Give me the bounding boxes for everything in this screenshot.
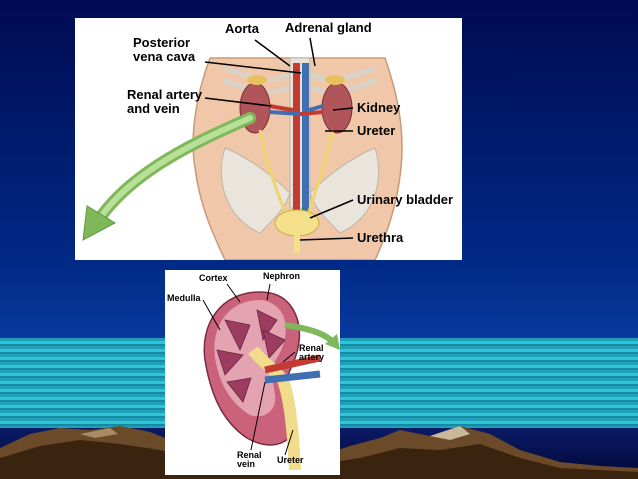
label-aorta: Aorta bbox=[225, 21, 259, 36]
label-cortex: Cortex bbox=[199, 273, 228, 283]
kidney-cross-section-diagram: Cortex Nephron Medulla Renal artery Rena… bbox=[165, 270, 340, 475]
label-nephron: Nephron bbox=[263, 271, 300, 281]
label-renal-artery-and-vein: Renal artery and vein bbox=[127, 87, 203, 116]
label-urinary-bladder: Urinary bladder bbox=[357, 192, 454, 207]
label-renal-vein: Renal vein bbox=[237, 450, 262, 470]
label-urethra: Urethra bbox=[357, 230, 404, 245]
label-renal-artery: Renal artery bbox=[299, 343, 325, 363]
label-ureter: Ureter bbox=[277, 455, 304, 465]
kidney-cross-section-illustration bbox=[202, 283, 340, 471]
label-kidney: Kidney bbox=[357, 100, 401, 115]
mountain-silhouette bbox=[0, 426, 638, 479]
label-adrenal-gland: Adrenal gland bbox=[285, 20, 372, 35]
label-posterior-vena-cava: Posterior vena cava bbox=[133, 35, 196, 64]
label-ureter: Ureter bbox=[357, 123, 396, 138]
label-medulla: Medulla bbox=[167, 293, 201, 303]
urinary-system-diagram: Aorta Adrenal gland Posterior vena cava … bbox=[75, 18, 462, 260]
urinary-system-illustration bbox=[82, 37, 403, 260]
